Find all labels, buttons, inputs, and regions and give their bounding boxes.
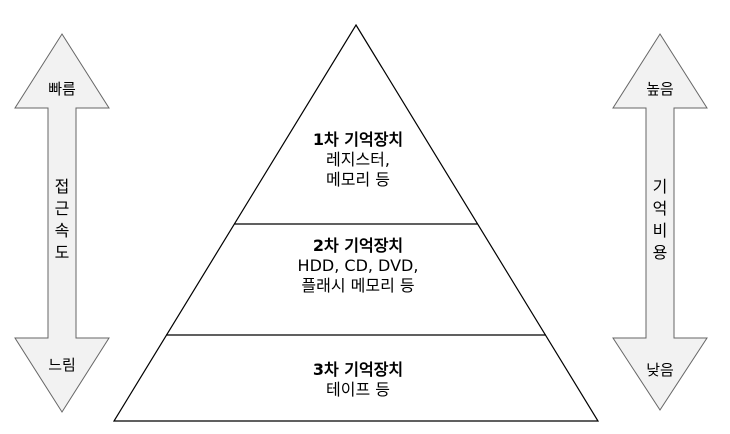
memory-cost-high-label: 높음: [646, 80, 674, 98]
tier-2-line-1: HDD, CD, DVD,: [297, 256, 419, 275]
axis-char: 용: [652, 243, 668, 262]
axis-char: 억: [652, 199, 668, 218]
axis-char: 근: [54, 199, 70, 218]
tier-1-line-2: 메모리 등: [326, 170, 390, 189]
tier-1-line-1: 레지스터,: [326, 150, 390, 169]
memory-cost-low-label: 낮음: [646, 361, 674, 379]
tier-1-text: 1차 기억장치 레지스터, 메모리 등: [216, 130, 500, 190]
pyramid-outline: [112, 23, 600, 422]
access-speed-slow-label: 느림: [48, 356, 76, 374]
memory-cost-axis-label: 기 억 비 용: [650, 176, 670, 264]
tier-1-title: 1차 기억장치: [312, 130, 404, 149]
axis-char: 속: [54, 221, 70, 240]
access-speed-arrow: [14, 33, 110, 413]
access-speed-axis-label: 접 근 속 도: [52, 176, 72, 264]
tier-3-title: 3차 기억장치: [312, 360, 404, 379]
memory-cost-arrow: [612, 33, 708, 411]
tier-2-text: 2차 기억장치 HDD, CD, DVD, 플래시 메모리 등: [216, 236, 500, 296]
tier-2-line-2: 플래시 메모리 등: [301, 276, 415, 295]
axis-char: 기: [652, 177, 668, 196]
access-speed-fast-label: 빠름: [48, 80, 76, 98]
tier-3-text: 3차 기억장치 테이프 등: [216, 360, 500, 400]
axis-char: 접: [54, 177, 70, 196]
tier-3-line-1: 테이프 등: [326, 380, 390, 399]
axis-char: 도: [54, 243, 70, 262]
tier-2-title: 2차 기억장치: [312, 236, 404, 255]
axis-char: 비: [652, 221, 668, 240]
